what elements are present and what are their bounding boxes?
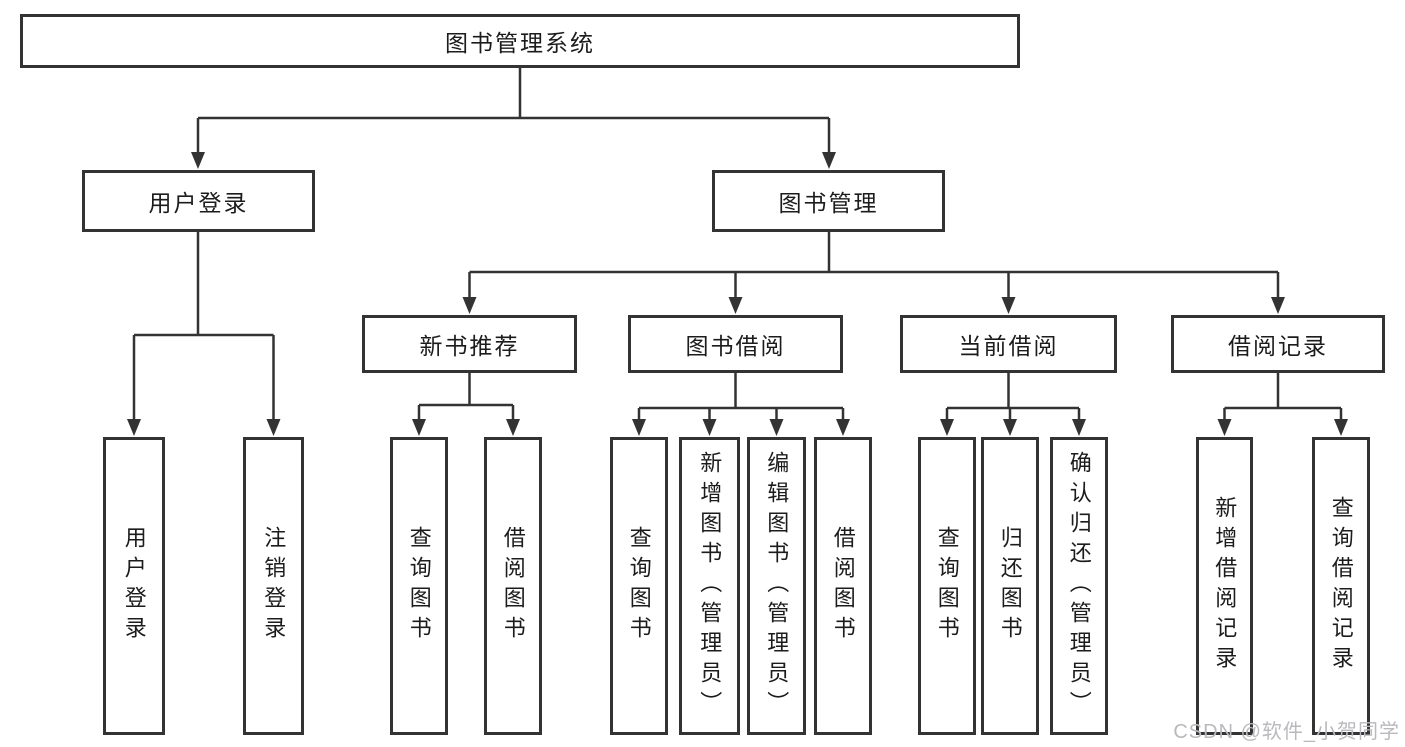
leaf-logout: 注销登录 xyxy=(243,437,304,735)
leaf-user-login-label: 用户登录 xyxy=(121,526,147,646)
leaf-borrow-books-borrowing-label: 借阅图书 xyxy=(830,526,856,646)
leaf-query-borrow-record: 查询借阅记录 xyxy=(1312,437,1370,735)
leaf-confirm-return-admin: 确认归还（管理员） xyxy=(1050,437,1108,735)
leaf-add-borrow-record-label: 新增借阅记录 xyxy=(1212,496,1238,676)
leaf-query-books-borrowing: 查询图书 xyxy=(610,437,668,735)
leaf-edit-book-admin: 编辑图书（管理员） xyxy=(747,437,806,735)
node-borrowing-records-label: 借阅记录 xyxy=(1228,333,1328,359)
leaf-query-books-current-label: 查询图书 xyxy=(934,526,960,646)
leaf-user-login: 用户登录 xyxy=(103,437,165,735)
leaf-add-borrow-record: 新增借阅记录 xyxy=(1196,437,1253,735)
leaf-query-books-recommendation-label: 查询图书 xyxy=(406,526,432,646)
leaf-return-books-label: 归还图书 xyxy=(997,526,1023,646)
leaf-borrow-books-borrowing: 借阅图书 xyxy=(814,437,872,735)
leaf-query-books-recommendation: 查询图书 xyxy=(390,437,448,735)
node-book-management: 图书管理 xyxy=(712,170,945,232)
node-book-management-system-label: 图书管理系统 xyxy=(445,30,595,56)
node-book-borrowing-label: 图书借阅 xyxy=(685,333,786,359)
leaf-query-books-current: 查询图书 xyxy=(918,437,976,735)
leaf-query-borrow-record-label: 查询借阅记录 xyxy=(1328,496,1354,676)
node-new-book-recommendation-label: 新书推荐 xyxy=(419,333,520,359)
node-book-borrowing: 图书借阅 xyxy=(628,315,843,373)
node-current-borrowing-label: 当前借阅 xyxy=(958,333,1059,359)
leaf-logout-label: 注销登录 xyxy=(261,526,287,646)
node-user-login: 用户登录 xyxy=(82,170,315,232)
leaf-confirm-return-admin-label: 确认归还（管理员） xyxy=(1066,451,1092,721)
node-book-management-system: 图书管理系统 xyxy=(20,14,1020,68)
node-current-borrowing: 当前借阅 xyxy=(900,315,1117,373)
leaf-add-book-admin: 新增图书（管理员） xyxy=(679,437,740,735)
leaf-borrow-books-recommendation: 借阅图书 xyxy=(484,437,542,735)
node-user-login-label: 用户登录 xyxy=(148,190,249,216)
leaf-query-books-borrowing-label: 查询图书 xyxy=(626,526,652,646)
leaf-edit-book-admin-label: 编辑图书（管理员） xyxy=(764,451,790,721)
leaf-borrow-books-recommendation-label: 借阅图书 xyxy=(500,526,526,646)
node-borrowing-records: 借阅记录 xyxy=(1171,315,1385,373)
arrowheads xyxy=(127,152,1348,436)
leaf-return-books: 归还图书 xyxy=(981,437,1039,735)
node-book-management-label: 图书管理 xyxy=(778,190,879,216)
leaf-add-book-admin-label: 新增图书（管理员） xyxy=(697,451,723,721)
node-new-book-recommendation: 新书推荐 xyxy=(362,315,577,373)
csdn-watermark: CSDN @软件_小贺同学 xyxy=(1173,721,1400,743)
